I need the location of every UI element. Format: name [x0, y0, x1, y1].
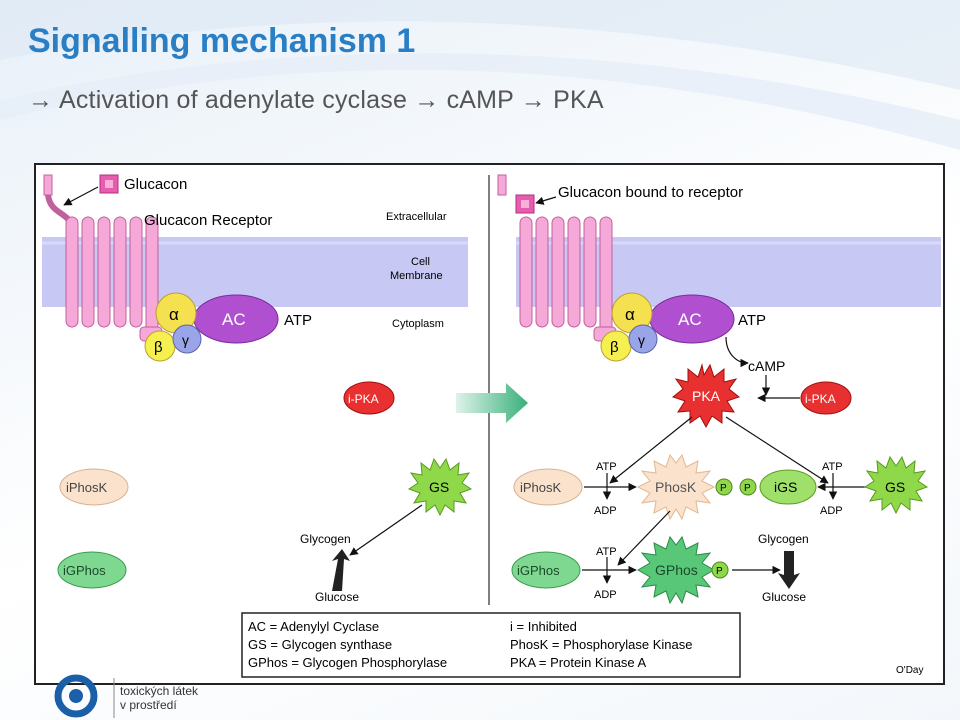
logo-line-1: toxických látek [120, 684, 199, 698]
igs-right [759, 469, 817, 505]
phosphate-label: P [716, 566, 723, 577]
ipka-left [343, 381, 395, 415]
pka-label: PKA [692, 388, 721, 404]
gamma-label-left: γ [182, 332, 189, 348]
institution-logo [54, 674, 115, 718]
cytoplasm-label: Cytoplasm [392, 318, 444, 330]
logo-text: toxických látek v prostředí [120, 684, 198, 712]
subtitle-part-2: cAMP [446, 86, 514, 114]
phosphate-icon [739, 478, 757, 496]
gs-burst-right [863, 455, 929, 515]
credit-label: O'Day [896, 665, 923, 676]
signalling-diagram: Glucacon Glucacon Receptor Extracellular… [34, 163, 945, 685]
ipka-right [800, 381, 852, 415]
glucose-up-arrow-left [332, 549, 350, 591]
gs-label-left: GS [429, 479, 449, 495]
arrow-right-icon: → [414, 86, 440, 114]
glucagon-receptor-right [497, 174, 617, 342]
bound-label: Glucacon bound to receptor [558, 184, 743, 201]
slide-title: Signalling mechanism 1 [28, 22, 416, 60]
camp-label: cAMP [748, 358, 785, 374]
igphos-right [511, 551, 581, 589]
membrane-label-1: Cell [411, 256, 430, 268]
legend-ac: AC = Adenylyl Cyclase [248, 619, 379, 634]
iphosk-label-left: iPhosK [66, 480, 108, 495]
glucagon-receptor-left [43, 174, 163, 342]
gamma-label-right: γ [638, 332, 645, 348]
gamma-subunit-right [628, 324, 658, 354]
legend-inhibited: i = Inhibited [510, 619, 577, 634]
alpha-label-right: α [625, 305, 635, 324]
slide-subtitle: → Activation of adenylate cyclase → cAMP… [28, 86, 604, 115]
phosk-label: PhosK [655, 479, 697, 495]
ac-label-left: AC [222, 310, 246, 329]
subtitle-part-1: Activation of adenylate cyclase [58, 86, 408, 114]
legend-box [241, 612, 741, 678]
extracellular-label: Extracellular [386, 211, 447, 223]
gs-label-right: GS [885, 479, 905, 495]
atp-label-1: ATP [596, 461, 617, 473]
pka-burst [671, 363, 741, 429]
transition-arrow-icon [456, 383, 528, 423]
arrow-right-icon: → [520, 86, 546, 114]
igphos-left [57, 551, 127, 589]
legend-gs: GS = Glycogen synthase [248, 637, 392, 652]
phosphate-label: P [744, 483, 751, 494]
beta-label-left: β [154, 339, 163, 356]
glucose-down-arrow-right [778, 551, 800, 589]
atp-label-3: ATP [596, 546, 617, 558]
legend-pka: PKA = Protein Kinase A [510, 655, 647, 670]
gs-burst-left [407, 457, 473, 517]
atp-label-2: ATP [822, 461, 843, 473]
glucagon-label: Glucacon [124, 176, 187, 193]
ac-label-right: AC [678, 310, 702, 329]
legend-gphos: GPhos = Glycogen Phosphorylase [248, 655, 447, 670]
glycogen-label-left: Glycogen [300, 532, 351, 546]
iphosk-right [513, 468, 583, 506]
phosphate-label: P [720, 483, 727, 494]
adp-label-1: ADP [594, 505, 617, 517]
atp-label-left: ATP [284, 312, 312, 329]
beta-label-right: β [610, 339, 619, 356]
glucose-label-right: Glucose [762, 590, 806, 604]
adp-label-2: ADP [820, 505, 843, 517]
iphosk-left [59, 468, 129, 506]
adp-label-3: ADP [594, 589, 617, 601]
igs-label: iGS [774, 479, 797, 495]
legend-phosk: PhosK = Phosphorylase Kinase [510, 637, 692, 652]
header-swoosh [0, 0, 960, 150]
diagram-canvas: Glucacon Glucacon Receptor Extracellular… [42, 174, 941, 678]
gphos-burst [637, 535, 715, 605]
arrow-right-icon: → [28, 86, 54, 114]
ipka-label-right: i-PKA [805, 392, 836, 406]
receptor-label: Glucacon Receptor [144, 212, 272, 229]
gamma-subunit-left [172, 324, 202, 354]
atp-label-right: ATP [738, 312, 766, 329]
igphos-label-right: iGPhos [517, 563, 560, 578]
ipka-label-left: i-PKA [348, 392, 379, 406]
phosk-burst [636, 453, 716, 521]
membrane-left [42, 237, 468, 307]
phosphate-icon [711, 561, 729, 579]
logo-line-2: v prostředí [120, 698, 177, 712]
igphos-label-left: iGPhos [63, 563, 106, 578]
phosphate-icon [715, 478, 733, 496]
subtitle-part-3: PKA [553, 86, 604, 114]
alpha-label-left: α [169, 305, 179, 324]
membrane-label-2: Membrane [390, 270, 443, 282]
iphosk-label-right: iPhosK [520, 480, 562, 495]
glucose-label-left: Glucose [315, 590, 359, 604]
gphos-label: GPhos [655, 562, 698, 578]
glycogen-label-right: Glycogen [758, 532, 809, 546]
